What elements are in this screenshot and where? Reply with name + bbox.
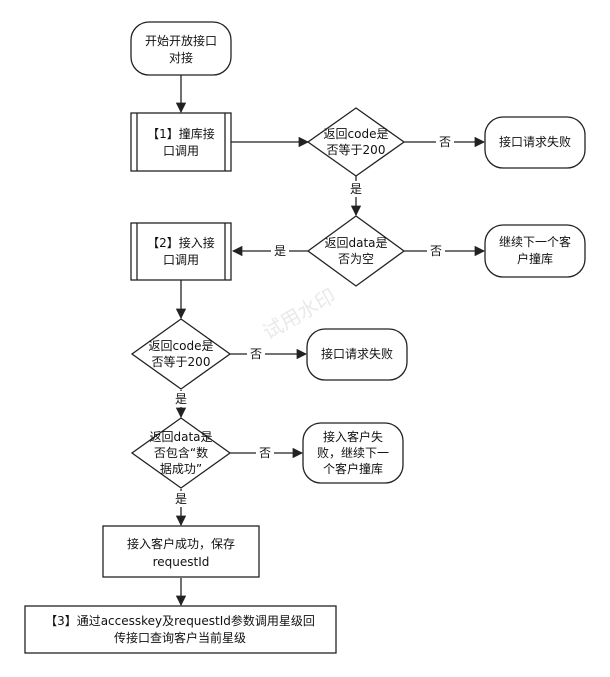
node-start: 开始开放接口 对接 <box>130 21 232 76</box>
svg-text:否: 否 <box>439 135 451 149</box>
edge-label-no-4: 否 <box>256 445 274 461</box>
node-check-data-success: 返回data是 否包含“数 据成功” <box>130 417 232 489</box>
svg-text:传接口查询客户当前星级: 传接口查询客户当前星级 <box>114 630 246 645</box>
edge-label-yes-4: 是 <box>172 491 190 507</box>
svg-text:是: 是 <box>175 492 187 506</box>
node-step3: 【3】通过accesskey及requestId参数调用星级回 传接口查询客户当… <box>24 605 337 654</box>
svg-text:requestId: requestId <box>153 555 210 569</box>
svg-text:是: 是 <box>175 392 187 406</box>
svg-text:否等于200: 否等于200 <box>152 355 211 369</box>
svg-text:接口请求失败: 接口请求失败 <box>499 134 571 149</box>
edge-label-no-1: 否 <box>436 134 454 150</box>
svg-text:返回data是: 返回data是 <box>149 430 212 444</box>
svg-text:户撞库: 户撞库 <box>517 251 553 266</box>
svg-text:【2】接入接: 【2】接入接 <box>147 235 215 250</box>
node-check-data-empty: 返回data是 否为空 <box>306 215 406 287</box>
node-check-code-2: 返回code是 否等于200 <box>130 318 232 390</box>
node-fail-1: 接口请求失败 <box>484 116 586 169</box>
svg-text:返回code是: 返回code是 <box>324 127 389 141</box>
svg-text:接口请求失败: 接口请求失败 <box>321 346 393 361</box>
svg-text:否为空: 否为空 <box>338 252 374 266</box>
svg-text:口调用: 口调用 <box>163 144 199 158</box>
svg-text:否: 否 <box>250 347 262 361</box>
svg-text:口调用: 口调用 <box>163 253 199 267</box>
node-fail-2: 接口请求失败 <box>306 328 408 381</box>
svg-text:据成功”: 据成功” <box>160 462 202 476</box>
node-next-customer-2: 接入客户失 败，继续下一 个客户撞库 <box>302 422 404 484</box>
svg-text:个客户撞库: 个客户撞库 <box>323 461 383 476</box>
node-check-code-1: 返回code是 否等于200 <box>306 107 406 177</box>
edge-label-no-2: 否 <box>427 243 445 259</box>
edge-label-no-3: 否 <box>247 346 265 362</box>
svg-text:返回code是: 返回code是 <box>149 339 214 353</box>
node-step2: 【2】接入接 口调用 <box>130 222 232 281</box>
svg-text:败，继续下一: 败，继续下一 <box>317 445 389 460</box>
svg-text:继续下一个客: 继续下一个客 <box>499 234 571 249</box>
svg-text:否包含“数: 否包含“数 <box>154 445 208 460</box>
svg-text:对接: 对接 <box>169 50 193 65</box>
svg-text:是: 是 <box>350 182 362 196</box>
node-next-customer-1: 继续下一个客 户撞库 <box>484 224 586 278</box>
svg-text:接入客户成功，保存: 接入客户成功，保存 <box>127 536 235 551</box>
svg-text:【1】撞库接: 【1】撞库接 <box>147 126 215 141</box>
svg-text:否: 否 <box>259 446 271 460</box>
svg-text:开始开放接口: 开始开放接口 <box>145 33 217 48</box>
svg-text:否: 否 <box>430 244 442 258</box>
svg-text:否等于200: 否等于200 <box>327 143 386 157</box>
svg-text:返回data是: 返回data是 <box>324 236 387 250</box>
svg-text:是: 是 <box>274 244 286 258</box>
edge-label-yes-3: 是 <box>172 391 190 407</box>
node-step1: 【1】撞库接 口调用 <box>130 112 232 172</box>
edge-label-yes-2: 是 <box>271 243 289 259</box>
edge-label-yes-1: 是 <box>347 181 365 197</box>
svg-text:接入客户失: 接入客户失 <box>323 429 383 444</box>
node-success: 接入客户成功，保存 requestId <box>102 525 260 578</box>
svg-text:【3】通过accesskey及requestId参数调用星级: 【3】通过accesskey及requestId参数调用星级回 <box>45 613 315 628</box>
